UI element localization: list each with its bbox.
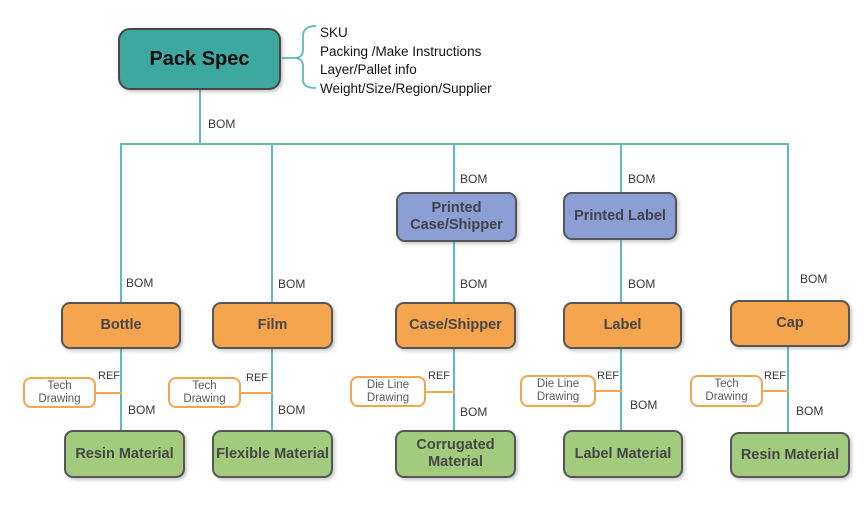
node-bottle: Bottle	[61, 302, 181, 349]
bom-edge-label: BOM	[460, 405, 488, 419]
pack-spec-attribute-list: SKU Packing /Make Instructions Layer/Pal…	[320, 24, 492, 98]
bom-edge-label: BOM	[796, 404, 824, 418]
bom-edge-label: BOM	[278, 277, 306, 291]
bom-edge-label: BOM	[800, 272, 828, 286]
bom-edge-label: BOM	[628, 172, 656, 186]
ref-edge-label: REF	[246, 372, 268, 384]
attribute-item: Layer/Pallet info	[320, 62, 417, 77]
ref-edge-label: REF	[764, 370, 786, 382]
node-film: Film	[212, 302, 333, 349]
node-label-material: Label Material	[563, 430, 683, 478]
node-tech-drawing-film: Tech Drawing	[168, 377, 241, 408]
ref-edge-label: REF	[597, 370, 619, 382]
bom-edge-label: BOM	[628, 277, 656, 291]
node-label: Label	[563, 302, 682, 349]
bom-edge-label: BOM	[278, 403, 306, 417]
node-case-shipper: Case/Shipper	[395, 302, 516, 349]
brace-icon	[282, 25, 317, 89]
node-tech-drawing-cap: Tech Drawing	[690, 375, 763, 407]
node-die-line-drawing-label: Die Line Drawing	[520, 375, 596, 407]
node-die-line-drawing-case: Die Line Drawing	[350, 376, 426, 407]
ref-edge-label: REF	[428, 370, 450, 382]
node-printed-case-shipper: Printed Case/Shipper	[396, 192, 517, 242]
ref-edge-label: REF	[98, 370, 120, 382]
node-flexible-material: Flexible Material	[212, 430, 333, 478]
node-pack-spec: Pack Spec	[118, 28, 281, 90]
attribute-item: Packing /Make Instructions	[320, 43, 482, 59]
node-corrugated-material: Corrugated Material	[395, 430, 516, 478]
attribute-item: Weight/Size/Region/Supplier	[320, 80, 492, 96]
node-tech-drawing-bottle: Tech Drawing	[23, 377, 96, 408]
bom-edge-label: BOM	[128, 403, 156, 417]
node-resin-material-cap: Resin Material	[730, 432, 850, 478]
bom-edge-label: BOM	[208, 117, 236, 131]
node-resin-material-bottle: Resin Material	[64, 430, 185, 478]
bom-edge-label: BOM	[630, 398, 658, 412]
ref-edges	[95, 390, 789, 394]
bom-edge-label: BOM	[460, 277, 488, 291]
attribute-item: SKU	[320, 25, 348, 40]
node-cap: Cap	[730, 300, 850, 347]
bom-edge-label: BOM	[126, 276, 154, 290]
bom-edge-label: BOM	[460, 172, 488, 186]
node-printed-label: Printed Label	[563, 192, 677, 240]
